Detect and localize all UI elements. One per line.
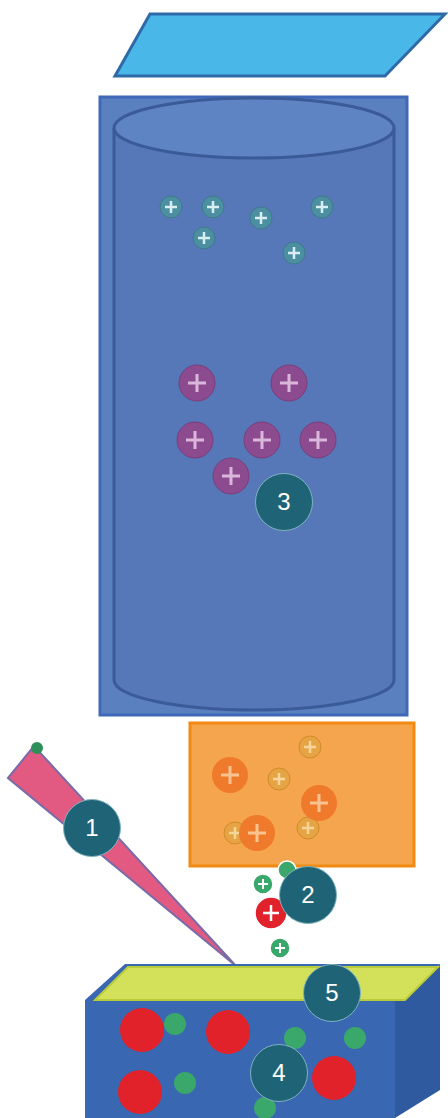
callout-text: 2: [301, 881, 314, 909]
callout-text: 4: [272, 1059, 285, 1087]
callout-number: 1: [63, 799, 121, 857]
callout-text: 1: [85, 814, 98, 842]
callout-number: 4: [250, 1044, 308, 1102]
callout-text: 3: [277, 488, 290, 516]
callout-number: 2: [279, 866, 337, 924]
callout-text: 5: [325, 979, 338, 1007]
callout-number: 5: [303, 964, 361, 1022]
callout-number: 3: [255, 473, 313, 531]
